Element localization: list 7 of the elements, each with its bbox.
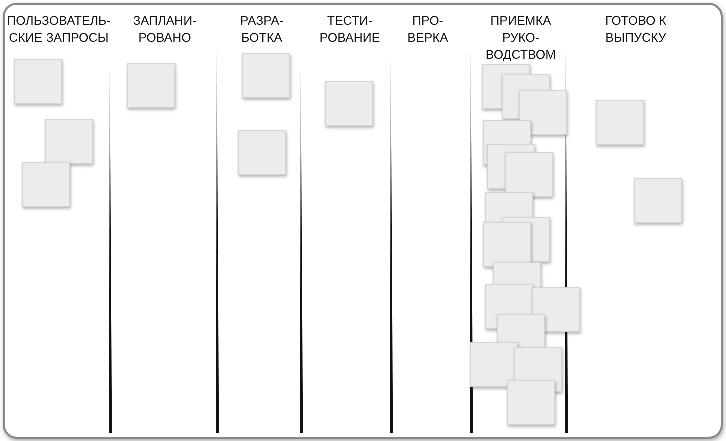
column-header: ПРО- ВЕРКА [406, 13, 450, 47]
column-header: ПОЛЬЗОВАТЕЛЬ- СКИЕ ЗАПРОСЫ [7, 13, 111, 47]
column-header: ЗАПЛАНИ- РОВАНО [132, 13, 198, 47]
column-header: ПРИЕМКА РУКО- ВОДСТВОМ [484, 13, 558, 64]
column-header: ТЕСТИ- РОВАНИЕ [318, 13, 382, 47]
column-header: РАЗРА- БОТКА [239, 13, 285, 47]
column-header: ГОТОВО К ВЫПУСКУ [604, 13, 668, 47]
